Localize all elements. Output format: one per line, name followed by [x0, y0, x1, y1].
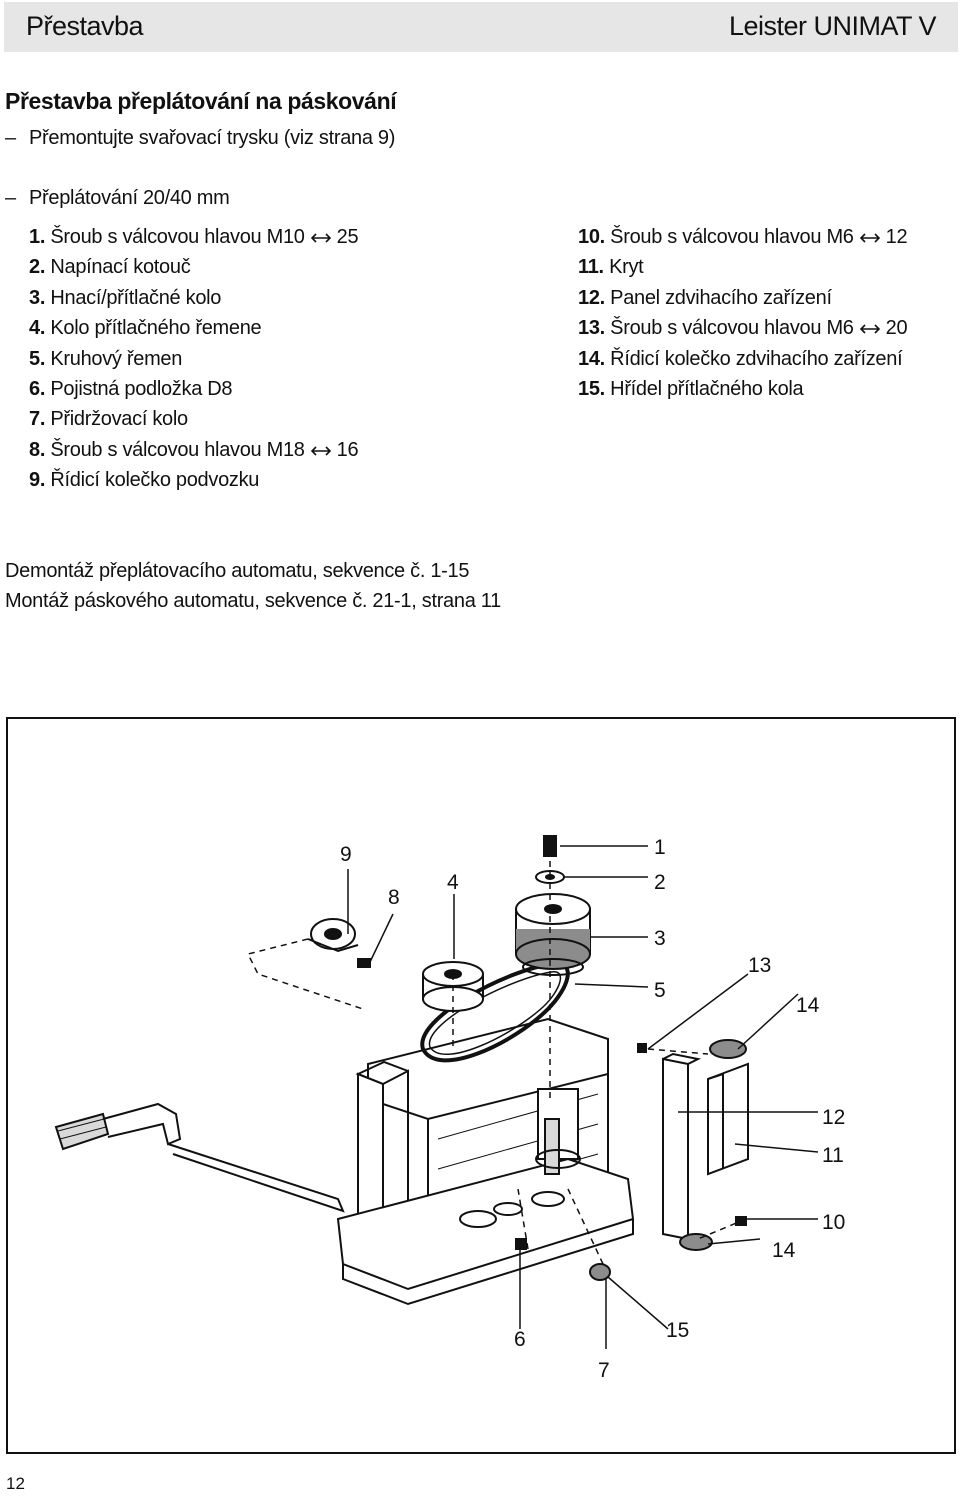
- double-arrow-icon: [859, 233, 880, 243]
- cover: [707, 1062, 749, 1176]
- cap-screw-small: [637, 1043, 647, 1053]
- list-item: 4. Kolo přítlačného řemene: [29, 317, 262, 340]
- double-arrow-icon: [859, 324, 880, 334]
- support-posts: [355, 1060, 409, 1231]
- sequence-note: Demontáž přeplátovacího automatu, sekven…: [5, 560, 470, 582]
- list-item: 2. Napínací kotouč: [29, 256, 191, 279]
- assembly-lines: [246, 839, 747, 1265]
- instruction-line: –Přemontujte svařovací trysku (viz stran…: [5, 127, 395, 150]
- diagram-frame: [6, 717, 956, 1454]
- callout-label: 9: [340, 843, 352, 866]
- hold-down-wheel: [589, 1263, 611, 1281]
- page-header: Přestavba Leister UNIMAT V: [4, 2, 958, 52]
- lock-washer: [515, 1238, 527, 1250]
- guide-wheel: [307, 918, 371, 968]
- callout-label: 12: [822, 1106, 845, 1129]
- list-item: 14. Řídicí kolečko zdvihacího zařízení: [578, 347, 903, 370]
- lift-panel: [662, 1052, 702, 1241]
- callout-leaders: [347, 845, 819, 1349]
- callout-label: 8: [388, 886, 400, 909]
- header-section-title: Přestavba: [26, 11, 144, 41]
- instruction-text: Přeplátování 20/40 mm: [29, 187, 230, 209]
- callout-label: 1: [654, 836, 666, 859]
- double-arrow-icon: [310, 233, 331, 243]
- callout-label: 5: [654, 979, 666, 1002]
- callout-label: 10: [822, 1211, 845, 1234]
- double-arrow-icon: [310, 445, 331, 456]
- lever-handle: [54, 1102, 345, 1213]
- callout-label: 6: [514, 1328, 526, 1351]
- lift-guide-wheel: [679, 1039, 747, 1251]
- exploded-assembly-diagram: 9 8 4 1 2 3 5 13 14 12 11 10 14 6 15 7: [54, 835, 845, 1382]
- instruction-text: Přemontujte svařovací trysku (viz strana…: [29, 127, 396, 149]
- callout-label: 13: [748, 954, 771, 977]
- list-item: 5. Kruhový řemen: [29, 347, 183, 370]
- list-item: 7. Přidržovací kolo: [29, 408, 188, 431]
- list-item: 12. Panel zdvihacího zařízení: [578, 286, 832, 309]
- drive-wheel: [515, 893, 591, 976]
- list-item: 9. Řídicí kolečko podvozku: [29, 469, 260, 492]
- callout-label: 15: [666, 1319, 689, 1342]
- instruction-line: –Přeplátování 20/40 mm: [5, 187, 230, 210]
- drive-shaft-unit: [535, 1088, 581, 1175]
- list-item: 15. Hřídel přítlačného kola: [578, 378, 804, 401]
- callout-label: 4: [447, 871, 459, 894]
- callout-labels: 9 8 4 1 2 3 5 13 14 12 11 10 14 6 15 7: [340, 836, 845, 1382]
- header-product-name: Leister UNIMAT V: [728, 11, 937, 41]
- callout-label: 11: [822, 1144, 844, 1167]
- callout-label: 14: [796, 994, 820, 1017]
- sequence-note: Montáž páskového automatu, sekvence č. 2…: [5, 590, 501, 612]
- list-item: 11. Kryt: [578, 256, 644, 279]
- page-number: 12: [6, 1474, 25, 1493]
- callout-label: 2: [654, 871, 666, 894]
- callout-label: 14: [772, 1239, 796, 1262]
- callout-label: 7: [598, 1359, 610, 1382]
- callout-label: 3: [654, 927, 666, 950]
- list-item: 3. Hnací/přítlačné kolo: [29, 286, 222, 309]
- dash-bullet: –: [5, 127, 16, 149]
- section-title: Přestavba přeplátování na páskování: [5, 88, 397, 114]
- list-item: 6. Pojistná podložka D8: [29, 378, 233, 401]
- dash-bullet: –: [5, 187, 16, 209]
